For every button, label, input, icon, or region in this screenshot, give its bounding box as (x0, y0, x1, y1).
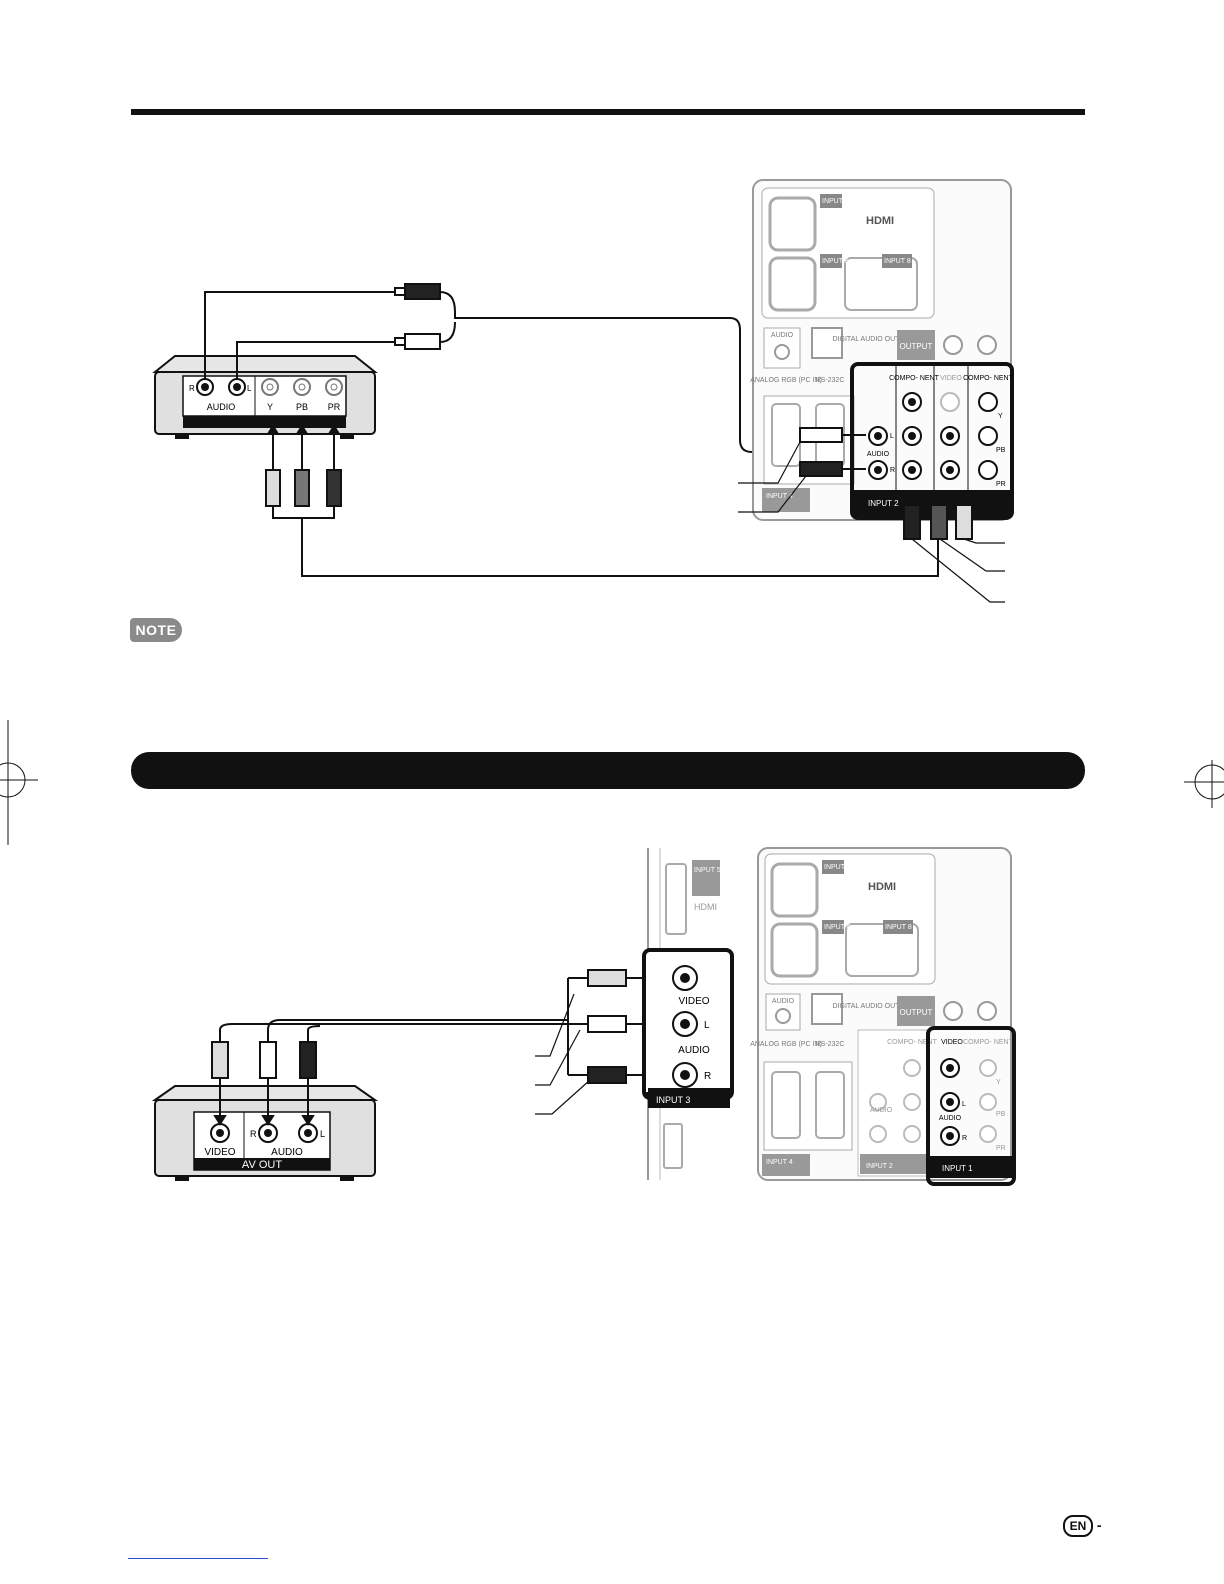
av-video-label: VIDEO (204, 1147, 235, 1158)
input4-label: INPUT 4 (766, 493, 793, 500)
tv2-input8-label: INPUT 8 (885, 924, 912, 931)
tv2-audio-small-label: AUDIO (870, 1107, 893, 1114)
input7-label: INPUT 7 (822, 198, 849, 205)
tv-l-label: L (890, 433, 894, 440)
tv2-input6-label: INPUT 6 (824, 924, 851, 931)
av-cable (211, 969, 655, 1126)
input6-label: INPUT 6 (822, 258, 849, 265)
av-audio-label: AUDIO (271, 1147, 303, 1158)
crop-mark-left (0, 720, 38, 845)
tv2-input1-label: INPUT 1 (942, 1164, 973, 1173)
tv2-hdmi-label: HDMI (868, 881, 896, 893)
component-video-cable (265, 424, 939, 577)
tv2-rs232c-label: RS-232C (816, 1041, 845, 1048)
component-label: COMPO- NENT (889, 375, 940, 382)
audio-cable (204, 283, 790, 453)
side-r-label: R (704, 1071, 711, 1082)
tv2-l-label: L (962, 1101, 966, 1108)
crop-mark-right (1184, 760, 1224, 808)
tv2-pb-label: PB (996, 1111, 1006, 1118)
tv-y-label: Y (998, 413, 1003, 420)
bottom-rule (128, 1558, 268, 1559)
tv-rear-panel-1: INPUT 7 INPUT 6 INPUT 8 HDMI AUDIO DIGIT… (738, 179, 1014, 603)
component-device: R L AUDIO Y PB PR (152, 355, 378, 439)
device-pb-label: PB (296, 402, 308, 412)
tv-pr-label: PR (996, 481, 1006, 488)
av-r-label: R (250, 1129, 257, 1139)
tv-r-label: R (890, 467, 895, 474)
component-connection-diagram: R L AUDIO Y PB PR (152, 179, 1014, 603)
input2-label: INPUT 2 (868, 499, 899, 508)
section-header-bar (131, 752, 1085, 789)
side-video-label: VIDEO (678, 996, 709, 1007)
side-input3-label: INPUT 3 (656, 1095, 690, 1105)
tv2-y-label: Y (996, 1079, 1001, 1086)
tv2-output-label: OUTPUT (900, 1008, 933, 1017)
component-label-2: COMPO- NENT (963, 375, 1014, 382)
analog-rgb-label: ANALOG RGB (PC IN) (750, 377, 822, 384)
tv2-input7-label: INPUT 7 (824, 864, 851, 871)
tv-side-panel: INPUT 5 HDMI VIDEO L AUDIO R INPUT 3 (642, 848, 734, 1180)
device-pr-label: PR (328, 402, 341, 412)
hdmi-label: HDMI (866, 215, 894, 227)
page-dash: - (1096, 1517, 1102, 1533)
video-label: VIDEO (940, 375, 962, 382)
device-y-label: Y (267, 402, 273, 412)
language-badge: EN (1063, 1515, 1093, 1537)
tv2-pr-label: PR (996, 1145, 1006, 1152)
tv2-component-label: COMPO- NENT (887, 1039, 938, 1046)
tv2-component-label-2: COMPO- NENT (963, 1039, 1014, 1046)
tv2-input2-label: INPUT 2 (866, 1163, 893, 1170)
rs232c-label: RS-232C (816, 377, 845, 384)
tv-rear-panel-2: INPUT 7 INPUT 6 INPUT 8 HDMI AUDIO DIGIT… (750, 847, 1016, 1186)
device-audio-label: AUDIO (207, 402, 236, 412)
digital-audio-output-label: DIGITAL AUDIO OUTPUT (833, 336, 915, 343)
side-hdmi-label: HDMI (694, 902, 717, 912)
input8-label: INPUT 8 (884, 258, 911, 265)
side-audio-label: AUDIO (678, 1045, 710, 1056)
note-badge: NOTE (130, 618, 182, 642)
composite-connection-diagram: VIDEO R AUDIO L AV OUT INPUT 5 HD (151, 847, 1016, 1186)
tv-pb-label: PB (996, 447, 1006, 454)
av-out-label: AV OUT (242, 1159, 282, 1171)
device-l-label: L (247, 384, 252, 393)
page-number: EN - (1063, 1515, 1102, 1537)
tv2-audio-label: AUDIO (772, 998, 795, 1005)
tv2-input4-label: INPUT 4 (766, 1159, 793, 1166)
audio-out-label: AUDIO (771, 332, 794, 339)
tv2-video-label: VIDEO (941, 1039, 963, 1046)
device-r-label: R (189, 384, 195, 393)
av-l-label: L (320, 1129, 325, 1139)
output-label: OUTPUT (900, 342, 933, 351)
side-l-label: L (704, 1020, 710, 1031)
tv2-r-label: R (962, 1135, 967, 1142)
tv2-audio-small-label-2: AUDIO (939, 1115, 962, 1122)
av-device: VIDEO R AUDIO L AV OUT (151, 1085, 379, 1181)
tv2-digital-audio-output-label: DIGITAL AUDIO OUTPUT (833, 1003, 915, 1010)
top-rule (131, 109, 1085, 115)
tv2-analog-rgb-label: ANALOG RGB (PC IN) (750, 1041, 822, 1048)
side-input5-label: INPUT 5 (694, 867, 721, 874)
tv-audio-label: AUDIO (867, 451, 890, 458)
